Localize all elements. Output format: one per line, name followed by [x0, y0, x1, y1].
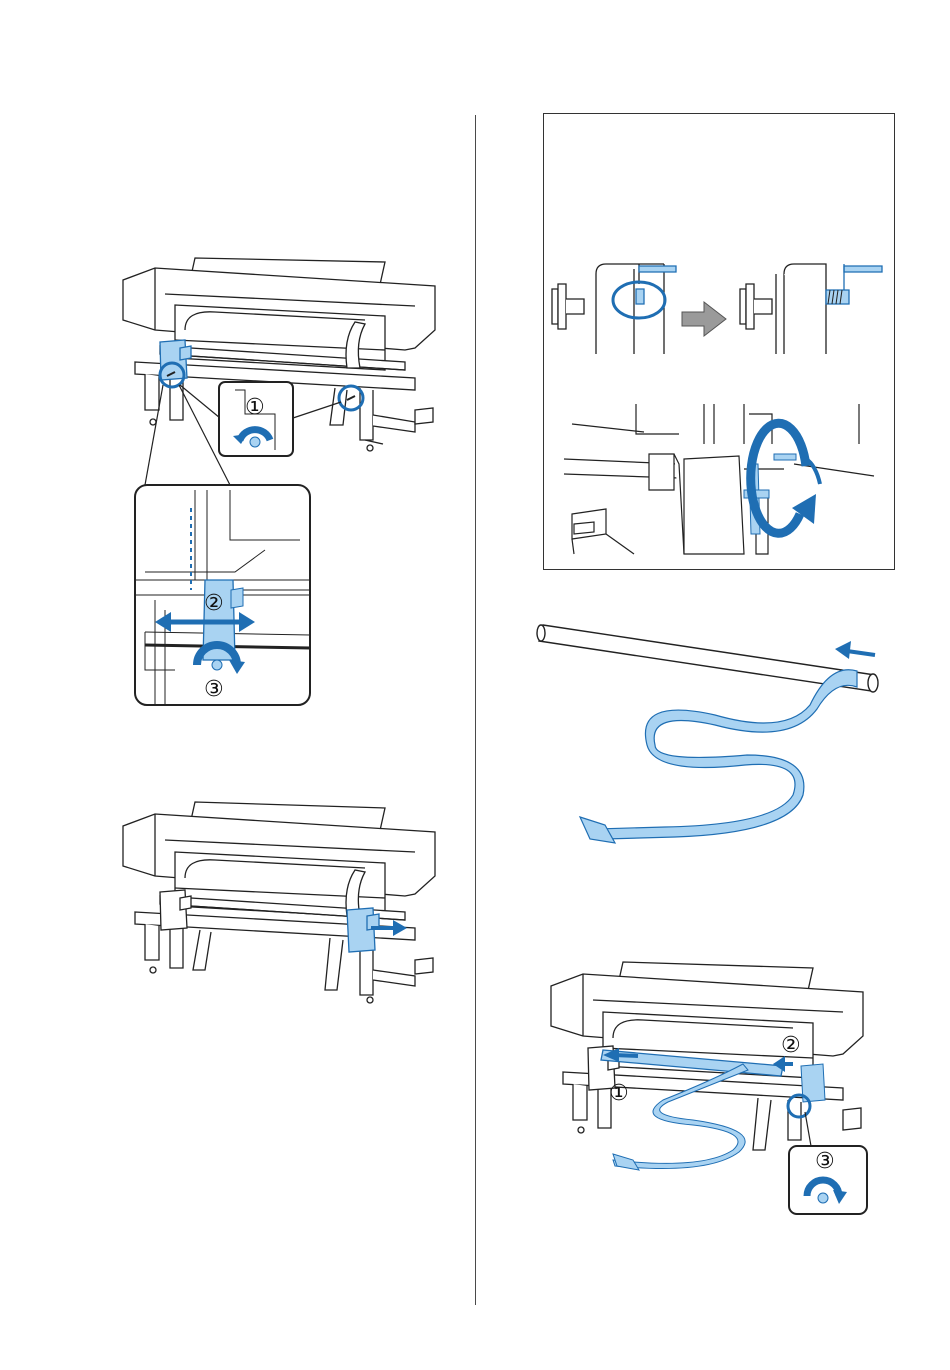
figure-printer-move-holder	[115, 800, 445, 1005]
callout-1: ①	[245, 395, 265, 420]
figure-core-with-strip	[535, 615, 895, 855]
figure-frame-handle-detail	[543, 113, 895, 570]
printer-move-holder-illustration	[115, 800, 445, 1005]
printer-install-core-illustration: ① ② ③	[543, 960, 873, 1220]
printer-loosen-illustration: ① ② ③	[115, 250, 445, 710]
figure-printer-install-core: ① ② ③	[543, 960, 873, 1220]
callout-3: ③	[204, 677, 224, 702]
callout-3: ③	[815, 1149, 835, 1174]
callout-2: ②	[781, 1033, 801, 1058]
handle-detail-illustration	[544, 114, 894, 569]
column-divider	[475, 115, 476, 1305]
figure-printer-loosen-holder: ① ② ③	[115, 250, 445, 710]
core-strip-illustration	[535, 615, 895, 855]
callout-2: ②	[204, 591, 224, 616]
callout-1: ①	[609, 1081, 629, 1106]
